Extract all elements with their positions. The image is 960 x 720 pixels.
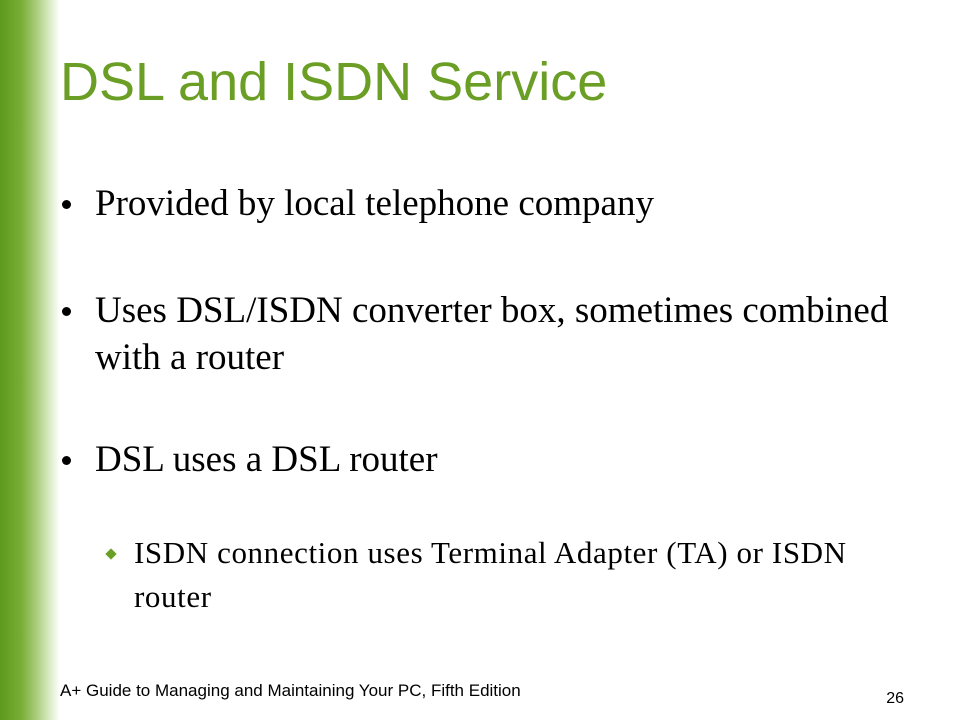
sub-bullet-text: ISDN connection uses Terminal Adapter (T… xyxy=(134,535,847,614)
bullet-item: DSL uses a DSL router xyxy=(60,436,920,483)
bullet-text: DSL uses a DSL router xyxy=(95,439,438,480)
bullet-item: Provided by local telephone company xyxy=(60,180,920,227)
diamond-bullet-icon xyxy=(105,548,117,560)
bullet-text: Provided by local telephone company xyxy=(95,183,654,224)
sub-bullet-item: ISDN connection uses Terminal Adapter (T… xyxy=(104,531,904,619)
bullet-dot-icon xyxy=(62,200,71,209)
footer-text: A+ Guide to Managing and Maintaining You… xyxy=(60,681,521,700)
bullet-dot-icon xyxy=(62,456,71,465)
bullet-item: Uses DSL/ISDN converter box, sometimes c… xyxy=(60,287,920,381)
page-number: 26 xyxy=(886,690,904,707)
bullet-dot-icon xyxy=(62,307,71,316)
left-accent-bar xyxy=(0,0,60,720)
slide-title: DSL and ISDN Service xyxy=(60,52,608,112)
bullet-text: Uses DSL/ISDN converter box, sometimes c… xyxy=(95,290,889,378)
